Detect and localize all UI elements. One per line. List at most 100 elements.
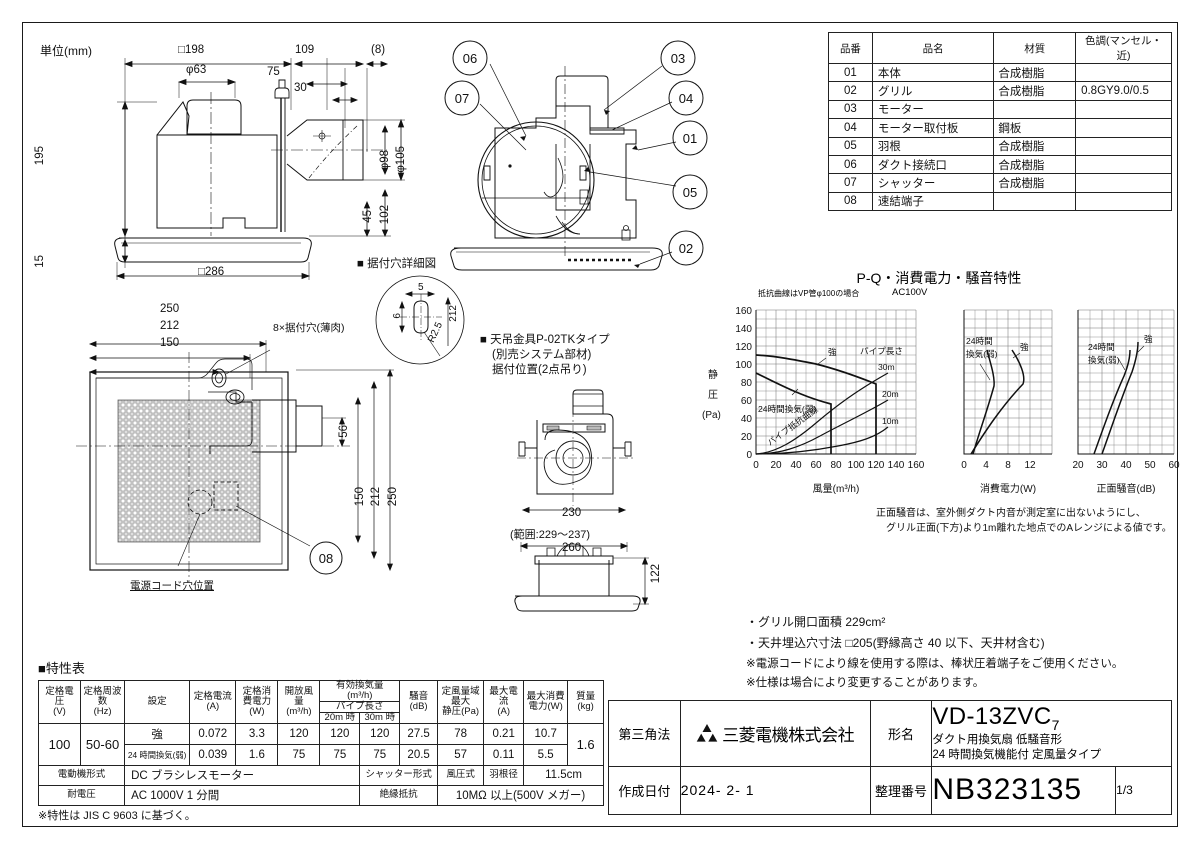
part-no: 04 (828, 118, 873, 138)
hdr-pipe30: 30m 時 (359, 711, 401, 724)
parts-table-header: 品番 品名 材質 色調(マンセル・近) (828, 32, 1172, 64)
svg-text:07: 07 (455, 91, 469, 106)
svg-text:120: 120 (735, 342, 752, 353)
val-motor: DC ブラシレスモーター (124, 764, 361, 786)
part-no: 05 (828, 136, 873, 156)
hole-dim-6: 6 (392, 313, 403, 319)
svg-text:80: 80 (741, 378, 753, 389)
bracket-dim-122: 122 (650, 564, 662, 584)
part-color: 0.8GY9.0/0.5 (1075, 81, 1172, 101)
date-value: 2024- 2- 1 (679, 765, 871, 815)
svg-text:消費電力(W): 消費電力(W) (980, 482, 1036, 495)
svg-text:(Pa): (Pa) (702, 410, 721, 421)
hole-detail-view: 5 (362, 272, 482, 365)
val-maxcurrent: 0.11 (483, 743, 525, 766)
performance-charts: P-Q・消費電力・騒音特性 抵抗曲線はVP管φ100の場合 AC100V 静 圧… (700, 268, 1180, 520)
svg-text:03: 03 (671, 51, 685, 66)
hdr-maxpower: 最大消費 電力(W) (523, 680, 569, 724)
dim-198: □198 (178, 44, 205, 56)
plan-dim-212: 212 (370, 487, 382, 507)
svg-text:40: 40 (790, 460, 802, 471)
svg-text:風量(m³/h): 風量(m³/h) (813, 483, 860, 495)
bracket-title-2: (別売システム部材) (492, 349, 592, 361)
svg-text:20: 20 (770, 460, 782, 471)
svg-text:100: 100 (735, 360, 752, 371)
spec-header-row-2: パイプ長さ (39, 700, 604, 713)
dim-286: □286 (198, 266, 225, 278)
bracket-view (495, 378, 685, 612)
svg-text:0: 0 (753, 460, 759, 471)
val-setting: 24 時間換気(弱) (124, 743, 191, 766)
lbl-motor: 電動機形式 (37, 764, 126, 786)
spec-table-title: ■特性表 (38, 661, 85, 676)
side-note-2: ・天井埋込穴寸法 □205(野縁高さ 40 以下、天井材含む) (746, 636, 1045, 650)
dim-109: 109 (295, 44, 315, 56)
svg-text:静: 静 (708, 368, 718, 381)
parts-col-name: 品名 (871, 32, 995, 64)
curve-label-strong: 強 (828, 346, 837, 357)
part-name: 速結端子 (871, 191, 995, 212)
chart-note-1: 正面騒音は、室外側ダクト内音が測定室に出ないようにし、 (876, 508, 1146, 519)
part-color (1075, 118, 1172, 138)
plan-dim-212-top: 212 (160, 320, 180, 332)
side-elevation-view (95, 40, 425, 290)
svg-text:20: 20 (1072, 460, 1084, 471)
spec-header-row-1: 定格電圧 (V) 定格周波数 (Hz) 設定 定格電流 (A) 定格消費電力 (… (38, 680, 604, 724)
bracket-dim-260: 260 (562, 542, 582, 554)
part-no: 02 (828, 81, 873, 101)
val-power: 1.6 (235, 743, 279, 766)
part-no: 07 (828, 173, 873, 193)
parts-col-color: 色調(マンセル・近) (1075, 32, 1172, 64)
svg-text:140: 140 (735, 324, 752, 335)
svg-text:強: 強 (1020, 341, 1029, 352)
dim-phi98: φ98 (379, 150, 391, 171)
svg-text:02: 02 (679, 241, 693, 256)
svg-text:4: 4 (983, 460, 989, 471)
part-material: 合成樹脂 (993, 62, 1077, 83)
bracket-title-1: ■ 天吊金具P-02TKタイプ (480, 334, 610, 346)
svg-text:正面騒音(dB): 正面騒音(dB) (1097, 482, 1156, 495)
part-material: 合成樹脂 (993, 173, 1077, 193)
lbl-insulation: 絶縁抵抗 (359, 784, 439, 806)
part-name: 羽根 (871, 136, 995, 156)
val-staticp: 57 (437, 743, 485, 766)
chart-subtitle-left: 抵抗曲線はVP管φ100の場合 (758, 289, 860, 298)
side-note-3: ※電源コードにより線を使用する際は、棒状圧着端子をご使用ください。 (746, 658, 1124, 670)
val-frequency: 50-60 (79, 722, 126, 766)
part-material (993, 191, 1077, 212)
svg-text:換気(弱): 換気(弱) (1088, 354, 1120, 365)
mgmt-number: NB323135 (931, 765, 1117, 815)
hdr-noise: 騒音 (dB) (399, 680, 439, 724)
val-p30: 75 (359, 743, 401, 766)
part-material: 合成樹脂 (993, 154, 1077, 175)
hdr-effective: 有効換気量 (m³/h) (319, 680, 401, 702)
part-color (1075, 136, 1172, 156)
hdr-pipe20: 20m 時 (319, 711, 361, 724)
hdr-frequency: 定格周波数 (Hz) (79, 680, 126, 724)
val-setting: 強 (124, 722, 191, 745)
val-current: 0.039 (189, 743, 237, 766)
svg-text:01: 01 (683, 131, 697, 146)
svg-text:5: 5 (418, 282, 424, 293)
hdr-pipe: パイプ長さ (319, 700, 401, 713)
hdr-staticp: 定風量域最大 静圧(Pa) (437, 680, 485, 724)
part-color (1075, 173, 1172, 193)
svg-text:0: 0 (746, 450, 752, 461)
val-shutter: 風圧式 (437, 764, 485, 786)
dim-15: 15 (34, 255, 46, 268)
spec-footer-voltage: 耐電圧 AC 1000V 1 分間 絶縁抵抗 10MΩ 以上(500V メガー) (37, 784, 604, 806)
val-maxpower: 10.7 (523, 722, 569, 745)
svg-text:160: 160 (908, 460, 925, 471)
part-material: 合成樹脂 (993, 81, 1077, 101)
hole-detail-title: ■ 据付穴詳細図 (357, 258, 437, 270)
svg-text:06: 06 (463, 51, 477, 66)
val-power: 3.3 (235, 722, 279, 745)
val-p20: 75 (319, 743, 361, 766)
bracket-title-3: 据付位置(2点吊り) (492, 364, 587, 376)
svg-text:50: 50 (1144, 460, 1156, 471)
